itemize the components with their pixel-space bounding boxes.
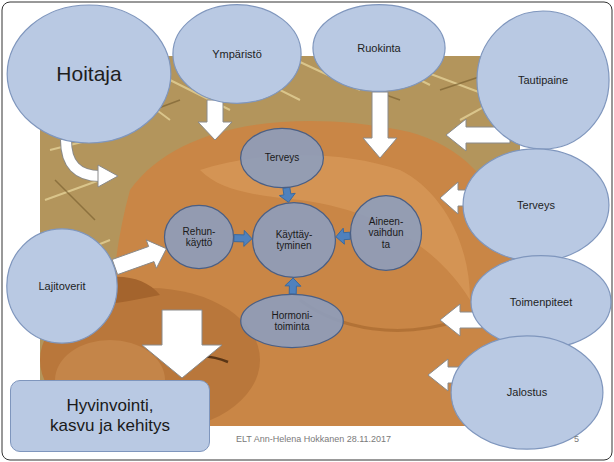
node-label: Ympäristö [212, 48, 262, 61]
influence-arrow [112, 240, 166, 275]
node-label: Ruokinta [357, 42, 400, 55]
inner-factor-ellipse: Aineen- vaihdun ta [350, 195, 422, 271]
influence-arrow [336, 228, 351, 244]
node-label: Terveys [265, 152, 299, 164]
influence-arrows [66, 92, 510, 391]
inner-factor-ellipse: Käyttäy- tyminen [252, 202, 336, 278]
factor-ellipse: Tautipaine [476, 10, 610, 150]
factor-ellipse: Toimenpiteet [470, 255, 612, 349]
influence-arrow [234, 230, 252, 246]
influence-arrow [285, 278, 301, 294]
node-label: Hoitaja [56, 62, 121, 86]
factor-ellipse: Jalostus [450, 335, 604, 450]
influence-arrow [279, 187, 295, 202]
factor-ellipse: Lajitoverit [6, 228, 118, 344]
node-label: Hormoni- toiminta [258, 310, 325, 333]
factor-ellipse: Hoitaja [6, 4, 172, 144]
footer-note: ELT Ann-Helena Hokkanen 28.11.2017 [236, 434, 391, 444]
page-number: 5 [574, 434, 579, 444]
node-label: Tautipaine [518, 74, 568, 87]
node-label: Käyttäy- tyminen [267, 229, 320, 252]
inner-factor-ellipse: Terveys [240, 128, 324, 188]
node-label: Jalostus [507, 386, 547, 399]
factor-ellipse: Ruokinta [312, 4, 446, 92]
node-label: Rehun- käyttö [177, 226, 220, 249]
factor-ellipse: Terveys [462, 148, 610, 262]
node-label: Terveys [517, 199, 555, 212]
node-label: Lajitoverit [38, 280, 85, 293]
node-label: Aineen- vaihdun ta [364, 216, 409, 251]
node-label: Hyvinvointi, kasvu ja kehitys [43, 396, 177, 435]
inner-factor-ellipse: Hormoni- toiminta [240, 294, 344, 348]
outcome-box: Hyvinvointi, kasvu ja kehitys [10, 380, 210, 452]
inner-factor-ellipse: Rehun- käyttö [164, 205, 234, 269]
node-label: Toimenpiteet [510, 296, 572, 309]
factor-ellipse: Ympäristö [172, 4, 302, 104]
